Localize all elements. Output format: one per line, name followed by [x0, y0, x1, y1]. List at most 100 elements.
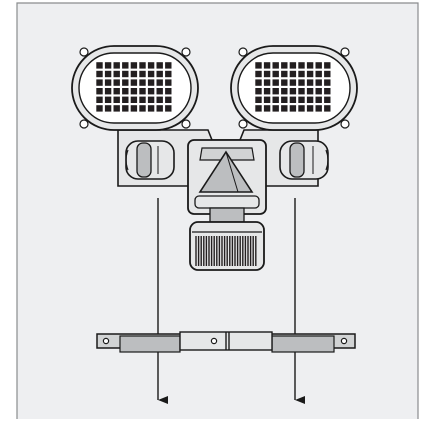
led-element	[156, 70, 163, 78]
led-element	[130, 79, 138, 86]
led-element	[306, 79, 314, 86]
led-element	[315, 70, 322, 78]
led-element	[289, 96, 297, 103]
led-element	[289, 88, 297, 95]
led-element	[156, 62, 163, 69]
led-element	[255, 105, 262, 112]
led-element	[263, 105, 271, 112]
led-element	[122, 105, 129, 112]
led-element	[122, 79, 129, 86]
led-element	[113, 105, 120, 112]
led-element	[165, 70, 172, 78]
led-element	[104, 70, 112, 78]
led-element	[272, 79, 279, 86]
led-element	[289, 79, 297, 86]
led-element	[255, 88, 262, 95]
right-swivel-joint	[279, 140, 329, 180]
led-element	[263, 96, 271, 103]
led-element	[324, 88, 331, 95]
led-element	[281, 105, 288, 112]
led-element	[272, 96, 279, 103]
led-element	[298, 70, 305, 78]
led-element	[263, 70, 271, 78]
led-element	[324, 96, 331, 103]
diagram-frame	[16, 2, 419, 419]
led-element	[324, 79, 331, 86]
led-element	[139, 88, 146, 95]
led-element	[281, 79, 288, 86]
led-element	[289, 70, 297, 78]
led-element	[324, 105, 331, 112]
left-lamp-head	[71, 45, 199, 131]
led-element	[139, 105, 146, 112]
led-element	[139, 62, 146, 69]
right-lamp-head	[230, 45, 358, 131]
led-element	[165, 62, 172, 69]
led-element	[315, 79, 322, 86]
led-element	[324, 70, 331, 78]
led-element	[298, 105, 305, 112]
led-element	[306, 70, 314, 78]
led-element	[306, 62, 314, 69]
mounting-bracket	[96, 331, 356, 353]
led-element	[263, 79, 271, 86]
led-element	[104, 79, 112, 86]
led-element	[281, 62, 288, 69]
led-element	[315, 96, 322, 103]
led-element	[113, 88, 120, 95]
led-element	[306, 88, 314, 95]
led-element	[289, 62, 297, 69]
led-element	[272, 105, 279, 112]
led-element	[306, 96, 314, 103]
led-element	[104, 105, 112, 112]
led-element	[165, 88, 172, 95]
led-element	[165, 105, 172, 112]
led-element	[281, 70, 288, 78]
led-element	[156, 96, 163, 103]
right-led-array	[255, 62, 331, 112]
led-element	[130, 70, 138, 78]
led-element	[289, 105, 297, 112]
led-element	[104, 88, 112, 95]
led-element	[281, 96, 288, 103]
led-element	[130, 96, 138, 103]
led-element	[147, 70, 155, 78]
led-element	[298, 79, 305, 86]
led-element	[147, 62, 155, 69]
led-element	[96, 62, 103, 69]
sensor-ridges	[192, 231, 262, 266]
led-element	[156, 79, 163, 86]
led-element	[272, 62, 279, 69]
led-element	[96, 79, 103, 86]
led-element	[96, 96, 103, 103]
left-led-array	[96, 62, 172, 112]
led-element	[315, 88, 322, 95]
left-swivel-joint	[125, 140, 175, 180]
led-element	[130, 62, 138, 69]
led-element	[255, 62, 262, 69]
led-element	[130, 88, 138, 95]
led-element	[147, 105, 155, 112]
led-element	[298, 88, 305, 95]
led-element	[122, 96, 129, 103]
led-element	[122, 70, 129, 78]
led-element	[315, 62, 322, 69]
led-element	[130, 105, 138, 112]
led-element	[263, 62, 271, 69]
led-element	[298, 96, 305, 103]
led-element	[263, 88, 271, 95]
led-element	[272, 70, 279, 78]
led-element	[113, 70, 120, 78]
led-element	[147, 96, 155, 103]
led-element	[165, 79, 172, 86]
led-element	[147, 79, 155, 86]
led-element	[281, 88, 288, 95]
led-element	[255, 96, 262, 103]
led-element	[139, 96, 146, 103]
led-element	[113, 62, 120, 69]
led-element	[315, 105, 322, 112]
led-element	[165, 96, 172, 103]
led-element	[96, 105, 103, 112]
motion-sensor	[187, 139, 267, 271]
